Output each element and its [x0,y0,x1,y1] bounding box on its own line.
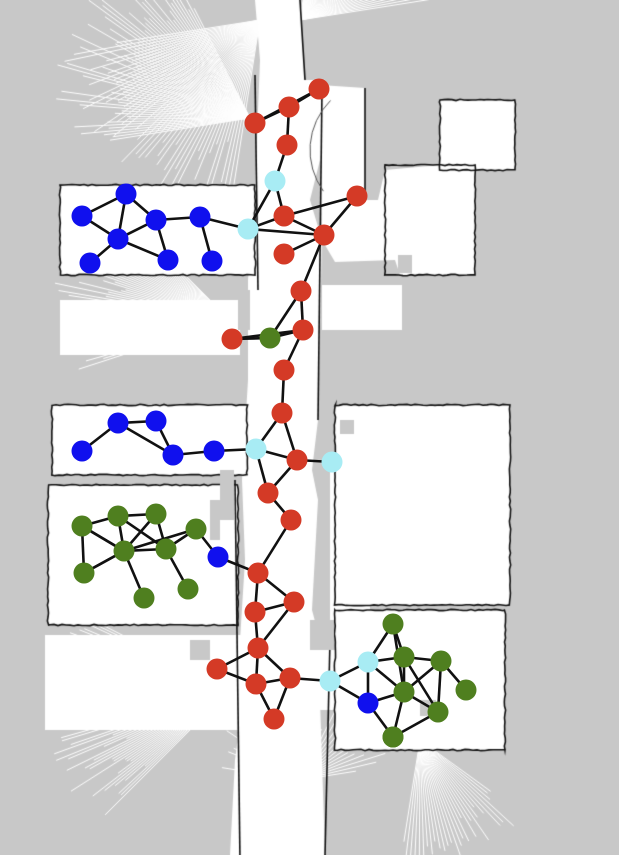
graph-node-room_b [108,506,129,527]
graph-node-room_b [394,682,415,703]
graph-node-corridor [284,592,305,613]
graph-node-corridor [264,709,285,730]
graph-node-corridor [274,206,295,227]
graph-node-room_b [383,727,404,748]
graph-node-room_b [260,328,281,349]
graph-edge [284,196,357,216]
graph-node-room_a [72,441,93,462]
graph-node-room_a [158,250,179,271]
graph-node-corridor [293,320,314,341]
graph-node-corridor [207,659,228,680]
graph-node-room_b [428,702,449,723]
graph-node-room_b [394,647,415,668]
graph-node-corridor [248,638,269,659]
graph-node-corridor [287,450,308,471]
graph-node-door [265,171,286,192]
graph-node-corridor [258,483,279,504]
graph-node-room_b [383,614,404,635]
graph-node-room_a [108,229,129,250]
graph-node-corridor [272,403,293,424]
graph-node-room_a [204,441,225,462]
graph-node-corridor [280,668,301,689]
graph-node-corridor [222,329,243,350]
graph-node-door [246,439,267,460]
graph-node-corridor [279,97,300,118]
graph-node-corridor [246,674,267,695]
graph-node-room_a [80,253,101,274]
graph-node-corridor [281,510,302,531]
graph-node-door [320,671,341,692]
graph-node-room_a [116,184,137,205]
graph-nodes [72,79,477,748]
graph-node-room_a [190,207,211,228]
graph-node-room_b [134,588,155,609]
graph-node-room_b [431,651,452,672]
graph-node-room_b [156,539,177,560]
graph-node-room_b [114,541,135,562]
graph-node-room_b [456,680,477,701]
graph-node-corridor [277,135,298,156]
graph-node-corridor [274,360,295,381]
graph-node-room_a [72,206,93,227]
graph-node-room_a [208,547,229,568]
graph-node-room_a [202,251,223,272]
graph-node-door [322,452,343,473]
graph-node-corridor [274,244,295,265]
graph-node-room_b [186,519,207,540]
graph-node-corridor [245,113,266,134]
graph-node-corridor [347,186,368,207]
graph-node-room_b [178,579,199,600]
graph-node-corridor [309,79,330,100]
graph-node-room_b [146,504,167,525]
graph-node-room_a [146,411,167,432]
graph-node-corridor [314,225,335,246]
graph-node-room_a [358,693,379,714]
graph-node-room_a [163,445,184,466]
graph-node-room_a [108,413,129,434]
graph-node-room_b [72,516,93,537]
graph-node-corridor [245,602,266,623]
graph-node-door [358,652,379,673]
graph-node-corridor [248,563,269,584]
graph-node-room_a [146,210,167,231]
graph-node-corridor [291,281,312,302]
graph-node-door [238,219,259,240]
graph-node-room_b [74,563,95,584]
